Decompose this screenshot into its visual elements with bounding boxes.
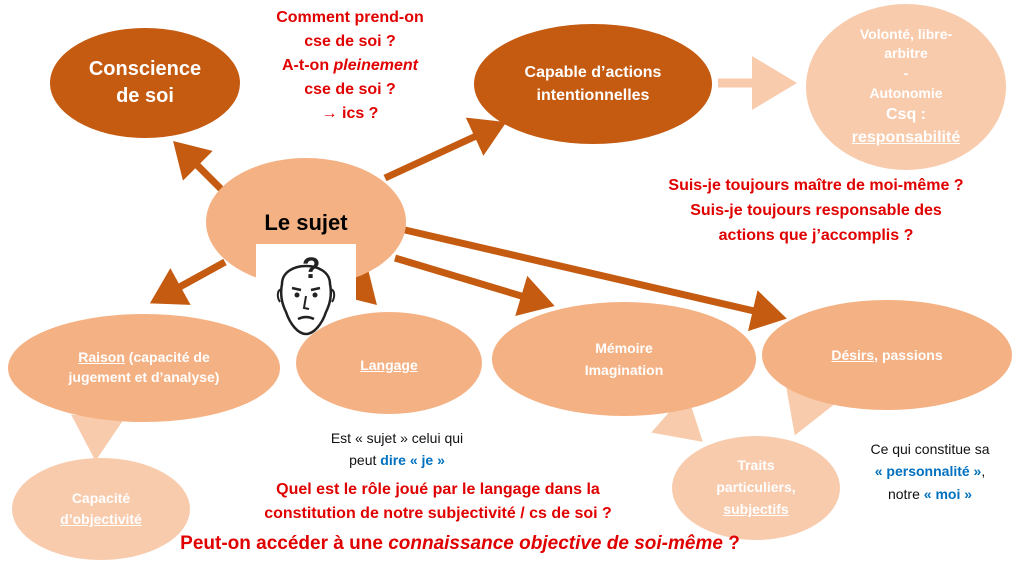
traits-line-1: Traits	[737, 457, 775, 474]
node-desirs-passions: Désirs, passions	[762, 300, 1012, 410]
arrow-desirs-to-traits	[785, 383, 837, 436]
raison-rest: (capacité de jugement et d’analyse)	[68, 349, 220, 385]
arrow-to-raison	[149, 258, 227, 305]
volonte-line-1: Volonté, libre-arbitre	[859, 25, 953, 62]
svg-text:?: ?	[302, 252, 320, 285]
memoire-line-1: Mémoire	[595, 339, 653, 356]
node-conscience-de-soi: Conscience de soi	[50, 28, 240, 138]
memoire-line-2: Imagination	[584, 362, 664, 378]
raison-term: Raison	[78, 349, 125, 366]
arrow-to-capable	[383, 117, 507, 182]
node-traits-particuliers: Traits particuliers, subjectifs	[672, 436, 840, 540]
note-personnalite: Ce qui constitue sa « personnalité », no…	[870, 441, 990, 502]
question-langage: Quel est le rôle joué par le langage dan…	[264, 481, 612, 522]
note-dire-je: Est « sujet » celui qui peut dire « je »	[330, 430, 464, 468]
arrow-to-objectivite	[71, 414, 125, 461]
node-capacite-objectivite: Capacité d’objectivité	[12, 458, 190, 560]
objectivite-line-2: d’objectivité	[60, 511, 142, 527]
arrow-to-memoire	[393, 254, 555, 317]
volonte-line-5: responsabilité	[851, 128, 961, 146]
desirs-rest: , passions	[874, 347, 943, 363]
volonte-line-4: Csq :	[886, 106, 926, 124]
question-connaissance-objective: Peut-on accéder à une connaissance objec…	[180, 533, 740, 554]
node-capable-actions: Capable d’actions intentionnelles	[474, 24, 712, 144]
node-raison: Raison (capacité de jugement et d’analys…	[8, 314, 280, 422]
arrow-to-desirs	[404, 226, 787, 332]
node-langage: Langage	[296, 312, 482, 414]
traits-line-3: subjectifs	[723, 500, 789, 517]
desirs-term: Désirs	[831, 347, 875, 363]
node-volonte-autonomie: Volonté, libre-arbitre - Autonomie Csq :…	[806, 4, 1006, 170]
objectivite-line-1: Capacité	[71, 490, 131, 506]
question-maitre-de-soi: Suis-je toujours maître de moi-même ? Su…	[668, 177, 964, 244]
arrow-memoire-to-traits	[651, 391, 703, 442]
volonte-line-3: Autonomie	[869, 85, 943, 102]
node-memoire-imagination: Mémoire Imagination	[492, 302, 756, 416]
traits-line-2: particuliers,	[716, 479, 796, 496]
arrow-to-conscience	[173, 141, 225, 193]
volonte-line-2: -	[903, 65, 909, 82]
question-conscience: Comment prend-on cse de soi ? A-t-on ple…	[276, 9, 424, 122]
